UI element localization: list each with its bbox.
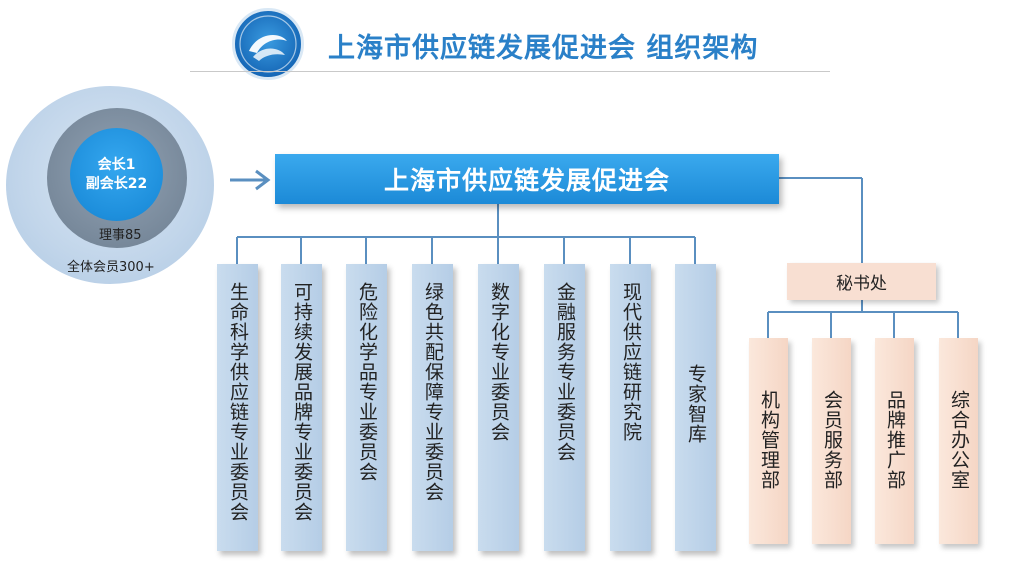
arrow-right-icon xyxy=(230,169,271,191)
committee-label: 生命科学供应链专业委员会 xyxy=(227,282,249,522)
title-divider xyxy=(190,71,830,72)
department-label: 会员服务部 xyxy=(821,390,843,490)
committee-label: 专家智库 xyxy=(685,364,707,444)
department-label: 综合办公室 xyxy=(948,390,970,490)
dept-brand-promotion: 品牌推广部 xyxy=(875,338,914,544)
department-label: 机构管理部 xyxy=(758,390,780,490)
dept-member-services: 会员服务部 xyxy=(812,338,851,544)
page-title: 上海市供应链发展促进会 组织架构 xyxy=(328,33,759,64)
dept-institution-management: 机构管理部 xyxy=(749,338,788,544)
committee-sustainable-brand: 可持续发展品牌专业委员会 xyxy=(281,264,322,551)
committee-digitalization: 数字化专业委员会 xyxy=(478,264,519,551)
leadership-circle: 会长1 副会长22 xyxy=(70,128,163,221)
association-logo xyxy=(232,8,304,80)
org-root-box: 上海市供应链发展促进会 xyxy=(275,154,779,204)
president-count: 会长1 xyxy=(97,156,136,173)
committee-financial-services: 金融服务专业委员会 xyxy=(544,264,585,551)
committee-hazardous-chemicals: 危险化学品专业委员会 xyxy=(346,264,387,551)
vice-president-count: 副会长22 xyxy=(85,175,148,192)
committee-label: 绿色共配保障专业委员会 xyxy=(422,282,444,502)
committee-label: 可持续发展品牌专业委员会 xyxy=(291,282,313,522)
committee-label: 数字化专业委员会 xyxy=(488,282,510,442)
committee-label: 危险化学品专业委员会 xyxy=(356,282,378,482)
committee-green-distribution: 绿色共配保障专业委员会 xyxy=(412,264,453,551)
department-label: 品牌推广部 xyxy=(884,390,906,490)
committee-label: 现代供应链研究院 xyxy=(620,282,642,442)
institute-modern-supply-chain: 现代供应链研究院 xyxy=(610,264,651,551)
committee-life-science: 生命科学供应链专业委员会 xyxy=(217,264,258,551)
secretariat-box: 秘书处 xyxy=(787,263,936,300)
directors-count: 理事85 xyxy=(99,228,142,243)
logo-swirl-icon xyxy=(239,15,297,73)
members-count: 全体会员300+ xyxy=(67,260,155,275)
dept-general-office: 综合办公室 xyxy=(939,338,978,544)
expert-think-tank: 专家智库 xyxy=(675,264,716,551)
committee-label: 金融服务专业委员会 xyxy=(554,282,576,462)
